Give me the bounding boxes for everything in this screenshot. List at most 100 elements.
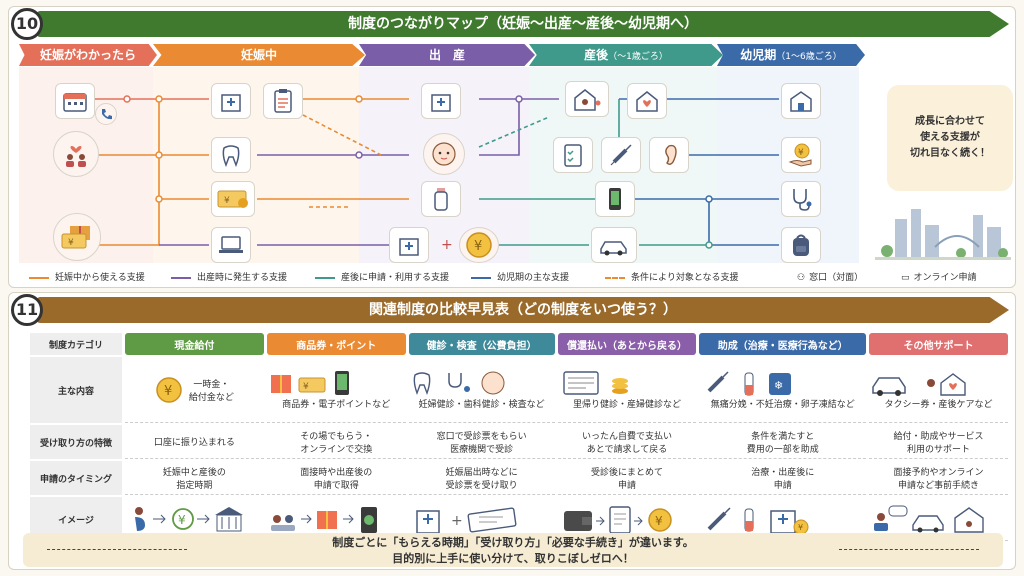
tooth-stethoscope-baby-icon: [413, 371, 505, 396]
legend-item: 出産時に発生する支援: [171, 270, 287, 283]
legend-item: 産後に申請・利用する支援: [315, 270, 449, 283]
table-header-row: 制度カテゴリ 現金給付 商品券・ポイント 健診・検査（公費負担） 償還払い（あと…: [30, 333, 1008, 355]
column-header: 償還払い（あとから戻る）: [557, 333, 697, 355]
section-number-10: 10: [11, 8, 43, 40]
table-cell: 条件を満たすと費用の一部を助成: [699, 425, 867, 459]
legend-item-online: ▭オンライン申請: [901, 273, 977, 283]
hospital-icon: [211, 83, 251, 119]
row-label: 制度カテゴリ: [30, 333, 122, 355]
syringe-vial-icon: ❄: [707, 371, 792, 396]
svg-text:¥: ¥: [68, 238, 74, 248]
legend-item: 幼児期の主な支援: [471, 270, 569, 283]
table-cell: 窓口で受診票をもらい医療機関で受診: [408, 425, 555, 459]
legend-item: 条件により対象となる支援: [605, 270, 739, 283]
syringe-icon: [601, 137, 641, 173]
svg-text:¥: ¥: [303, 382, 309, 392]
baby-icon: [423, 133, 465, 175]
nursery-school-icon: [781, 83, 821, 119]
svg-text:¥: ¥: [655, 514, 663, 528]
couple-heart-icon: [53, 131, 99, 177]
svg-text:¥: ¥: [178, 513, 186, 527]
smartphone-icon: [595, 181, 635, 217]
school-backpack-icon: [781, 227, 821, 263]
section-11-title: 関連制度の比較早見表（どの制度をいつ使う？）: [37, 297, 1009, 323]
table-cell: 給付・助成やサービス利用のサポート: [869, 425, 1008, 459]
flow-lines: [93, 95, 779, 249]
row-label: 受け取り方の特徴: [30, 425, 122, 459]
chat-taxi-home-icon: [874, 505, 984, 533]
maternity-hospital-icon: [421, 83, 461, 119]
section-11-table: 11 関連制度の比較早見表（どの制度をいつ使う？） 制度カテゴリ 現金給付 商品…: [8, 292, 1016, 570]
column-header: 商品券・ポイント: [266, 333, 406, 355]
yen-coin-icon: ¥: [156, 376, 182, 403]
stage-postpartum: 産後（〜1歳ごろ）: [529, 44, 723, 66]
tooth-icon: [211, 137, 251, 173]
laptop-icon: [211, 227, 251, 263]
section-10-map: 10 制度のつながりマップ（妊娠〜出産〜産後〜幼児期へ） 妊娠がわかったら 妊娠…: [8, 6, 1016, 288]
allowance-hand-icon: ¥: [781, 137, 821, 173]
table-row: 主な内容 ¥ 一時金・給付金など ¥ 商品券・電子ポイントなど 妊婦健診・歯科健…: [30, 357, 1008, 423]
table-cell: その場でもらう・オンラインで交換: [266, 425, 406, 459]
dashed-arrow-right: [839, 549, 979, 550]
phone-icon: [95, 103, 117, 125]
stage-pregnancy-known: 妊娠がわかったら: [19, 44, 157, 66]
checklist-icon: [263, 83, 303, 119]
svg-text:❄: ❄: [774, 379, 783, 392]
ear-icon: [649, 137, 689, 173]
comparison-table: 制度カテゴリ 現金給付 商品券・ポイント 健診・検査（公費負担） 償還払い（あと…: [27, 331, 1011, 543]
syringe-vial-hospital-icon: ¥: [707, 506, 809, 534]
taxi-care-icon: [872, 373, 966, 396]
svg-text:¥: ¥: [164, 384, 172, 399]
table-cell: 妊娠届出時などに受診票を受け取り: [408, 461, 555, 495]
map-legend: 妊娠中から使える支援 出産時に発生する支援 産後に申請・利用する支援 幼児期の主…: [21, 267, 1015, 285]
stage-pregnancy: 妊娠中: [153, 44, 365, 66]
hospital-small-icon: [389, 227, 429, 263]
table-cell: ❄ 無痛分娩・不妊治療・卵子凍結など: [699, 357, 867, 423]
section-10-title: 制度のつながりマップ（妊娠〜出産〜産後〜幼児期へ）: [37, 11, 1009, 37]
table-cell: 口座に振り込まれる: [125, 425, 264, 459]
table-cell: 面接予約やオンライン申請など事前手続き: [869, 461, 1008, 495]
gift-voucher-phone-icon: ¥: [270, 371, 349, 395]
table-cell: 妊婦健診・歯科健診・検査など: [408, 357, 555, 423]
table-cell: 妊娠中と産後の指定時期: [125, 461, 264, 495]
calendar-icon: [55, 83, 95, 119]
table-cell: 治療・出産後に申請: [699, 461, 867, 495]
stage-birth: 出 産: [359, 44, 535, 66]
section-number-11: 11: [11, 294, 43, 326]
table-cell: 面接時や出産後の申請で取得: [266, 461, 406, 495]
column-header: 助成（治療・医療行為など）: [699, 333, 867, 355]
row-label: 申請のタイミング: [30, 461, 122, 495]
table-cell: いったん自費で支払いあとで請求して戻る: [557, 425, 697, 459]
legend-item: 妊娠中から使える支援: [29, 270, 145, 283]
continuity-callout: 成長に合わせて 使える支援が 切れ目なく続く！: [887, 85, 1013, 191]
table-cell: ¥ 商品券・電子ポイントなど: [266, 357, 406, 423]
stethoscope-icon: [781, 181, 821, 217]
health-checklist-icon: [553, 137, 593, 173]
taxi-icon: [591, 227, 637, 263]
receipt-coins-icon: [562, 371, 628, 395]
baby-bottle-icon: [421, 181, 461, 217]
gift-voucher-icon: ¥: [53, 213, 101, 261]
stage-toddler: 幼児期（1〜6歳ごろ）: [717, 44, 865, 66]
family-home-icon: [565, 81, 609, 117]
svg-text:¥: ¥: [224, 196, 230, 206]
table-cell: ¥ 一時金・給付金など: [125, 357, 264, 423]
hospital-ticket-icon: +: [415, 506, 517, 534]
heart-house-icon: [627, 83, 667, 119]
table-cell: タクシー券・産後ケアなど: [869, 357, 1008, 423]
yen-coin-icon: ¥: [459, 227, 499, 263]
table-row: 受け取り方の特徴 口座に振り込まれる その場でもらう・オンラインで交換 窓口で受…: [30, 425, 1008, 459]
svg-text:+: +: [451, 513, 463, 529]
wallet-doc-coin-icon: ¥: [563, 505, 672, 534]
column-header: 健診・検査（公費負担）: [408, 333, 555, 355]
plus-icon: +: [441, 237, 453, 253]
dashed-arrow-left: [47, 549, 187, 550]
column-header: その他サポート: [869, 333, 1008, 355]
counsel-gift-phone-icon: [270, 506, 377, 533]
person-icon: ⚇: [797, 273, 806, 283]
svg-text:¥: ¥: [798, 523, 803, 532]
svg-text:¥: ¥: [474, 239, 482, 254]
summary-banner: 制度ごとに「もらえる時期」「受け取り方」「必要な手続き」が違います。 目的別に上…: [23, 533, 1003, 567]
table-row: 申請のタイミング 妊娠中と産後の指定時期 面接時や出産後の申請で取得 妊娠届出時…: [30, 461, 1008, 495]
table-cell: 受診後にまとめて申請: [557, 461, 697, 495]
